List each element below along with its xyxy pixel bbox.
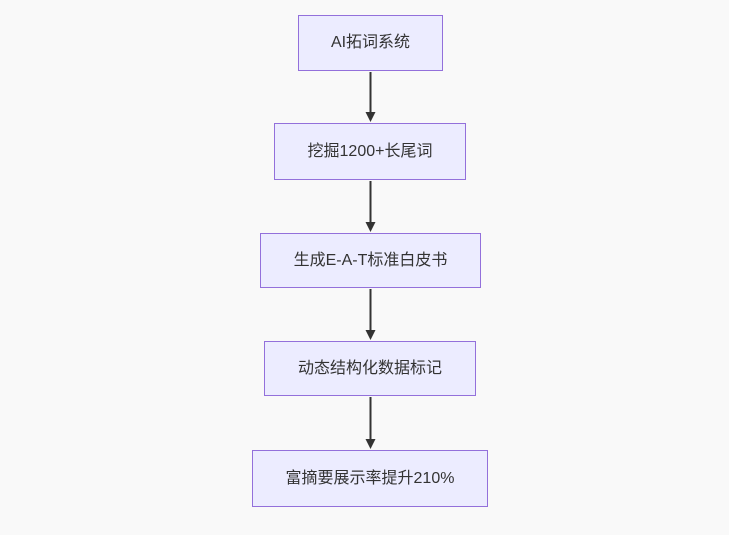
flow-node-label: AI拓词系统: [330, 34, 411, 51]
flow-node-step-4: 动态结构化数据标记: [264, 341, 476, 396]
flow-node-step-1: AI拓词系统: [298, 15, 443, 71]
arrow-step1-step2: [365, 72, 376, 122]
arrow-step4-step5: [365, 397, 376, 449]
flow-node-label: 富摘要展示率提升210%: [285, 469, 455, 487]
arrow-step2-step3: [365, 181, 376, 232]
flow-node-label: 生成E-A-T标准白皮书: [293, 251, 448, 269]
flow-node-step-2: 挖掘1200+长尾词: [274, 123, 466, 180]
arrow-step3-step4: [365, 289, 376, 340]
flow-node-label: 挖掘1200+长尾词: [307, 142, 433, 160]
flow-node-step-5: 富摘要展示率提升210%: [252, 450, 488, 507]
flow-node-step-3: 生成E-A-T标准白皮书: [260, 233, 481, 288]
flow-node-label: 动态结构化数据标记: [297, 359, 442, 377]
